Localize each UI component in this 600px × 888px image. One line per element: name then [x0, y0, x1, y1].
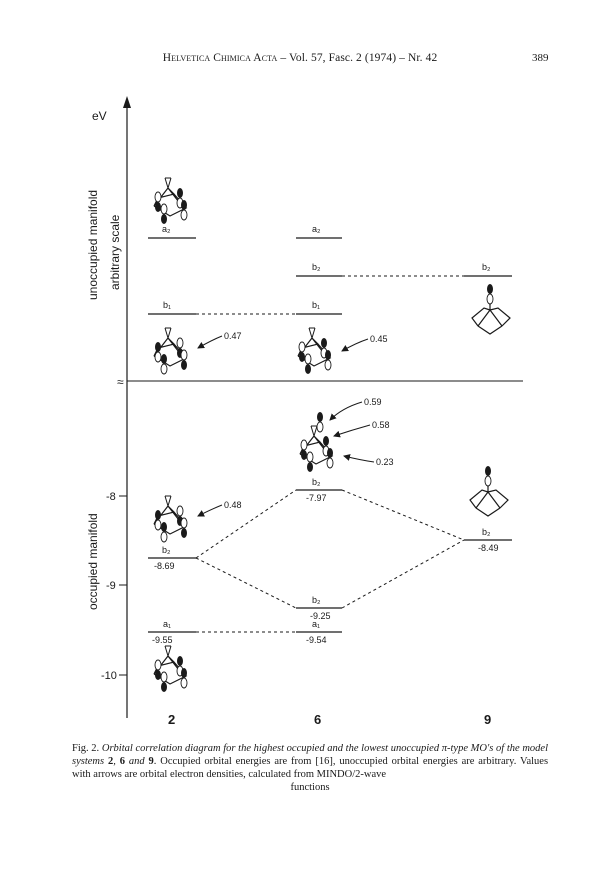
energy-value: -9.55: [152, 635, 173, 645]
energy-value: -9.54: [306, 635, 327, 645]
orbital-label: a₂: [312, 224, 321, 234]
orbital-label: b₂: [312, 595, 321, 605]
page-number: 389: [532, 52, 549, 64]
molecule-2-b2-sketch: [154, 496, 187, 542]
unoccupied-manifold-label: unoccupied manifold: [86, 190, 100, 300]
tick-label: -8: [106, 491, 116, 503]
compound-ref: 9: [148, 756, 154, 767]
orbital-label: b₂: [312, 262, 321, 272]
energy-value: -9.25: [310, 611, 331, 621]
molecule-6-b1-sketch: [298, 328, 331, 374]
molecule-2-a2-sketch: [154, 178, 187, 224]
p-orbital-icon: [484, 465, 492, 487]
orbital-label: b₂: [482, 527, 491, 537]
orbital-label: b₂: [162, 545, 171, 555]
orbital-label: a₁: [312, 619, 320, 629]
compound-ref: 2: [107, 756, 114, 767]
axis-arrowhead: [123, 96, 131, 108]
arbitrary-scale-label: arbitrary scale: [108, 214, 122, 290]
caption-label: Fig. 2.: [72, 743, 100, 754]
tick-label: -10: [101, 670, 117, 682]
energy-value: -8.49: [478, 543, 499, 553]
density-value: 0.47: [224, 331, 242, 341]
correlation-lines: [195, 489, 465, 609]
molecule-2-b1-sketch: [154, 328, 187, 374]
energy-value: -8.69: [154, 561, 175, 571]
orbital-label: b₂: [312, 477, 321, 487]
axis-ticks: -8 -9 -10: [101, 491, 127, 682]
caption-last-line: functions: [290, 782, 330, 793]
compound-label: 6: [314, 712, 321, 727]
axis-break-icon: ≈: [117, 375, 124, 389]
molecule-2-a1-sketch: [154, 646, 187, 692]
caption-sep: ,: [113, 756, 116, 767]
figure-caption: Fig. 2. Orbital correlation diagram for …: [72, 742, 548, 794]
density-arrow: [343, 454, 375, 463]
p-orbital-icon: [486, 283, 494, 305]
density-value: 0.23: [376, 457, 394, 467]
density-arrow: [329, 401, 363, 421]
axis-unit-label: eV: [92, 109, 107, 123]
density-value: 0.58: [372, 420, 390, 430]
orbital-label: a₁: [163, 619, 171, 629]
occupied-manifold-label: occupied manifold: [86, 513, 100, 610]
orbital-label: b₂: [482, 262, 491, 272]
compound-ref: 6: [119, 756, 125, 767]
tick-label: -9: [106, 580, 116, 592]
density-value: 0.59: [364, 397, 382, 407]
orbital-label: b₁: [312, 300, 320, 310]
density-arrow: [197, 504, 223, 517]
compound-label: 2: [168, 712, 175, 727]
density-value: 0.45: [370, 334, 388, 344]
density-value: 0.48: [224, 500, 242, 510]
volume-issue: – Vol. 57, Fasc. 2 (1974) – Nr. 42: [280, 52, 438, 64]
density-arrow: [197, 335, 223, 349]
compound-label: 9: [484, 712, 491, 727]
caption-title: Orbital correlation diagram for the high…: [72, 743, 549, 767]
caption-body: . Occupied orbital energies are from [16…: [72, 756, 549, 780]
energy-value: -7.97: [306, 493, 327, 503]
orbital-label: b₁: [163, 300, 171, 310]
p-orbital-icon: [316, 411, 324, 433]
density-arrow: [333, 424, 371, 438]
journal-name: Helvetica Chimica Acta: [162, 52, 278, 64]
orbital-correlation-diagram: eV unoccupied manifold arbitrary scale o…: [86, 96, 523, 727]
density-arrow: [341, 338, 369, 352]
molecule-6-b2-sketch: [300, 426, 333, 472]
orbital-label: a₂: [162, 224, 171, 234]
caption-sep: and: [128, 756, 145, 767]
running-header: Helvetica Chimica Acta – Vol. 57, Fasc. …: [0, 52, 600, 64]
